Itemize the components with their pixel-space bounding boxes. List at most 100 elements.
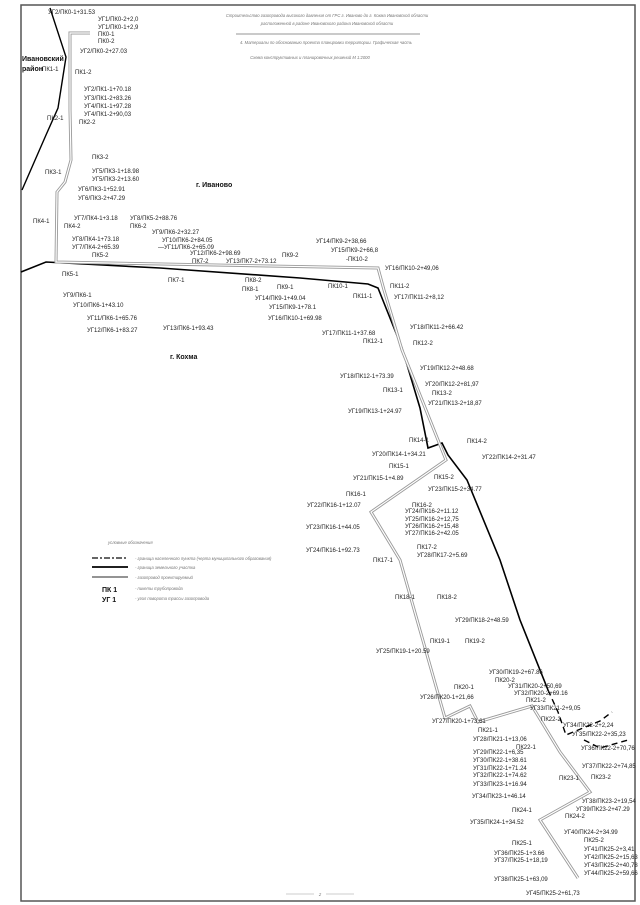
angle-point-label: УГ11/ПК6-1+65.76 [87,316,138,322]
angle-point-label: УГ8/ПК5-2+88.76 [130,216,178,222]
angle-point-label: УГ22/ПК14-2+31.47 [482,455,536,461]
title-line-1: Строительство газопровода высокого давле… [226,13,429,18]
angle-point-label: УГ39/ПК23-2+47.29 [576,807,630,813]
angle-point-label: УГ12/ПК6-2+98.69 [190,251,241,257]
legend-item-4: - пикеты трубопровода [135,586,183,591]
angle-point-label: УГ27/ПК20-1+73.61 [432,719,486,725]
angle-point-label: УГ9/ПК6-2+32.27 [152,230,200,236]
angle-point-label: УГ30/ПК19-2+67.86 [489,670,543,676]
picket-label: ПК12-2 [413,341,433,347]
picket-label: ПК11-2 [390,284,410,290]
picket-label: ПК22-2 [541,717,561,723]
angle-point-label: УГ41/ПК25-2+3,41 [584,847,635,853]
picket-label: ПК1-1 [42,67,59,73]
picket-label: ПК20-2 [495,678,515,684]
pipeline-route-inner [55,32,591,879]
angle-point-label: УГ9/ПК6-1 [63,293,92,299]
legend-item-3: - газопровод проектируемый [135,575,194,580]
picket-label: ПК21-1 [478,728,498,734]
picket-label: ПК20-1 [454,685,474,691]
picket-label: ПК23-1 [559,776,579,782]
legend-title: условные обозначения [107,540,153,545]
picket-label: ПК22-1 [516,745,536,751]
picket-label: ПК3-1 [45,170,62,176]
angle-point-label: УГ36/ПК25-1+3.66 [494,851,545,857]
angle-point-label: УГ2/ПК0-2+27.03 [80,49,128,55]
city-ivanovo: г. Иваново [196,182,232,189]
picket-label: ПК1-2 [75,70,92,76]
angle-point-label: УГ2/ПК0-1+31.53 [48,10,96,16]
boundary-line-north [21,7,67,191]
angle-point-label: УГ4/ПК1-2+90,03 [84,112,132,118]
angle-point-label: УГ3/ПК1-2+83.26 [84,96,132,102]
legend-item-2: - граница земельного участка [135,565,196,570]
angle-point-label: УГ16/ПК10-2+49,06 [385,266,439,272]
picket-label: ПК0-2 [98,39,115,45]
angle-point-label: УГ25/ПК19-1+20.59 [376,649,430,655]
picket-label: ПК23-2 [591,775,611,781]
angle-point-label: УГ31/ПК20-2+50,69 [508,684,562,690]
angle-point-label: УГ38/ПК25-1+63,09 [494,877,548,883]
legend-sample-ug: УГ 1 [102,597,116,604]
angle-point-label: УГ24/ПК16-1+92.73 [306,548,360,554]
picket-label: ПК24-2 [565,814,585,820]
picket-label: ПК5-1 [62,272,79,278]
picket-label: ПК15-1 [389,464,409,470]
angle-point-label: УГ2/ПК1-1+70.18 [84,87,132,93]
angle-point-label: УГ38/ПК23-2+19,54 [582,799,636,805]
angle-point-label: УГ8/ПК4-1+73.18 [72,237,120,243]
picket-label: ПК16-2 [412,503,432,509]
picket-label: ПК13-2 [432,391,452,397]
picket-label: ПК15-2 [434,475,454,481]
angle-point-label: УГ44/ПК25-2+59,66 [584,871,638,877]
picket-label: ПК8-1 [242,287,259,293]
angle-point-label: УГ20/ПК14-1+34.21 [372,452,426,458]
angle-point-label: УГ17/ПК11-2+8,12 [394,295,445,301]
angle-point-label: УГ7/ПК4-1+3.18 [74,216,118,222]
picket-label: ПК14-1 [409,438,429,444]
angle-point-label: УГ40/ПК24-2+34.99 [564,830,618,836]
title-line-4: Схема конструктивных и планировочных реш… [250,55,370,60]
angle-point-label: УГ43/ПК25-2+40,78 [584,863,638,869]
angle-point-label: УГ1/ПК0-1+2,9 [98,25,139,31]
angle-point-label: УГ24/ПК16-2+11.12 [405,509,459,515]
angle-point-label: УГ14/ПК9-2+38,66 [316,239,367,245]
title-line-3: 4. Материалы по обоснованию проекта план… [240,40,412,45]
angle-point-label: УГ10/ПК6-2+84.05 [162,238,213,244]
picket-label: ПК25-2 [584,838,604,844]
sheet-frame [20,4,636,902]
picket-label: ПК10-1 [328,284,348,290]
angle-point-label: УГ14/ПК9-1+49.04 [255,296,306,302]
picket-label: ПК17-1 [373,558,393,564]
picket-label: ПК19-1 [430,639,450,645]
picket-label: ПК9-2 [282,253,299,259]
angle-point-label: УГ19/ПК12-2+48.68 [420,366,474,372]
picket-label: ПК7-1 [168,278,185,284]
angle-point-label: УГ33/ПК21-2+9,05 [530,706,581,712]
angle-point-label: УГ12/ПК6-1+83.27 [87,328,138,334]
angle-point-label: УГ35/ПК24-1+34.52 [470,820,524,826]
angle-point-label: УГ36/ПК22-2+70,76 [581,746,635,752]
picket-label: ПК4-2 [64,224,81,230]
angle-point-label: УГ45/ПК25-2+61,73 [526,891,580,897]
picket-label: ПК14-2 [467,439,487,445]
angle-point-label: УГ7/ПК4-2+65.39 [72,245,120,251]
picket-label: ПК4-1 [33,219,50,225]
angle-point-label: УГ17/ПК11-1+37.68 [322,331,376,337]
legend-item-1: - граница населенного пункта (черта муни… [135,556,272,561]
picket-label: ПК2-1 [47,116,64,122]
picket-label: ПК18-1 [395,595,415,601]
angle-point-label: УГ31/ПК22-1+71.24 [473,766,527,772]
picket-label: ПК16-1 [346,492,366,498]
picket-label: ПК11-1 [353,294,373,300]
picket-label: ПК13-1 [383,388,403,394]
angle-point-label: УГ34/ПК22-2+2,24 [563,723,614,729]
boundary-line-south [547,689,613,736]
picket-label: ПК18-2 [437,595,457,601]
picket-label: ПК25-1 [512,841,532,847]
angle-point-label: УГ22/ПК16-1+12.07 [307,503,361,509]
angle-point-label: УГ5/ПК3-1+18.98 [92,169,140,175]
angle-point-label: УГ19/ПК13-1+24.97 [348,409,402,415]
